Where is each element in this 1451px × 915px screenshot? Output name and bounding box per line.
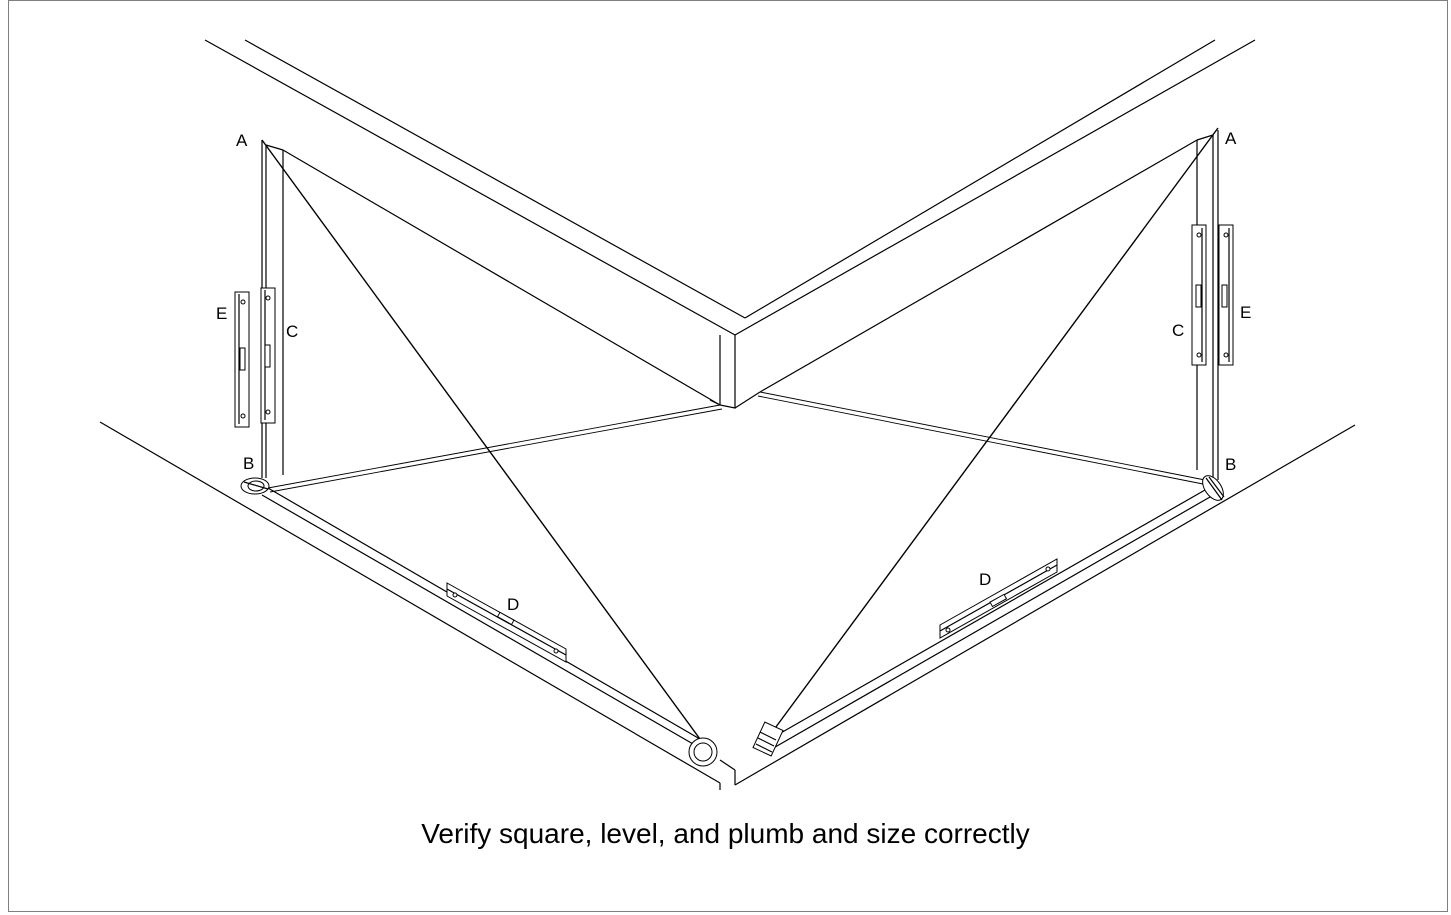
level-c-right-icon: [1191, 224, 1207, 366]
tape-measure-left-icon: [240, 477, 270, 495]
level-d-left-icon: [446, 582, 567, 663]
label-b-right: B: [1225, 455, 1236, 474]
level-c-left-icon: [260, 287, 276, 424]
label-c-right: C: [1172, 321, 1184, 340]
figure-frame: [8, 0, 1448, 912]
level-d-right-icon: [939, 558, 1058, 639]
level-e-left-icon: [234, 291, 250, 428]
label-c-left: C: [286, 322, 298, 341]
measuring-strings: [261, 127, 1219, 751]
left-jamb: [261, 140, 721, 749]
room-outline: [99, 39, 1356, 790]
right-jamb: [759, 130, 1219, 751]
label-a-right: A: [1225, 129, 1237, 148]
label-b-left: B: [243, 454, 254, 473]
label-d-left: D: [507, 595, 519, 614]
label-e-left: E: [216, 304, 227, 323]
label-e-right: E: [1240, 303, 1251, 322]
tape-measure-bottom-right-icon: [752, 721, 784, 757]
label-a-left: A: [236, 131, 248, 150]
label-d-right: D: [979, 570, 991, 589]
level-e-right-icon: [1218, 224, 1234, 366]
tape-measure-bottom-left-icon: [688, 737, 718, 767]
figure-caption: Verify square, level, and plumb and size…: [421, 818, 1030, 849]
tape-measure-right-icon: [1202, 475, 1225, 501]
